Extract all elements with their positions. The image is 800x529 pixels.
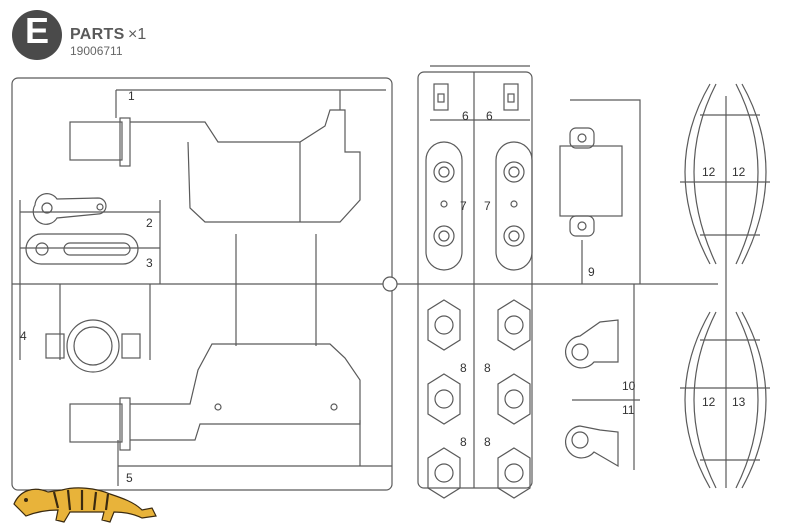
right-sprue-lower: [680, 284, 770, 489]
part-4-ring: [45, 319, 141, 373]
label-part-7b: 7: [484, 199, 491, 213]
label-part-8d: 8: [484, 435, 491, 449]
part-9-bracket: [559, 127, 623, 237]
part-code: 19006711: [70, 44, 123, 58]
part-labels: 1 2 3 4 5 6 6 7 7 8 8 8 8 9 10 11 12 12 …: [20, 89, 746, 485]
label-part-7a: 7: [460, 199, 467, 213]
label-part-8a: 8: [460, 361, 467, 375]
tiger-icon: [13, 487, 157, 523]
part-6-clips: [433, 83, 519, 111]
label-part-8b: 8: [484, 361, 491, 375]
label-part-2: 2: [146, 216, 153, 230]
sprue-letter: E: [24, 10, 49, 51]
right-sprue-upper: [680, 83, 770, 284]
parts-title: PARTS: [70, 26, 125, 43]
label-part-10: 10: [622, 379, 636, 393]
parts-quantity: ×1: [128, 26, 147, 43]
label-part-9: 9: [588, 265, 595, 279]
part-11-eyelet: [564, 425, 619, 468]
part-10-eyelet: [564, 319, 619, 369]
label-part-12c: 12: [702, 395, 716, 409]
label-part-3: 3: [146, 256, 153, 270]
label-part-6a: 6: [462, 109, 469, 123]
sprue-frame: [11, 77, 718, 491]
part-1-cover: [69, 109, 361, 223]
label-part-6b: 6: [486, 109, 493, 123]
label-part-5: 5: [126, 471, 133, 485]
part-5-cover: [69, 343, 361, 451]
label-part-1: 1: [128, 89, 135, 103]
label-part-4: 4: [20, 329, 27, 343]
label-part-12b: 12: [732, 165, 746, 179]
sprue-badge: E: [12, 10, 62, 60]
part-8-hexes: [427, 299, 531, 499]
label-part-12a: 12: [702, 165, 716, 179]
label-part-8c: 8: [460, 435, 467, 449]
part-2-arm: [32, 193, 107, 225]
middle-sprue: [417, 65, 533, 489]
label-part-11: 11: [622, 403, 635, 417]
label-part-13: 13: [732, 395, 746, 409]
part-7-plates: [425, 141, 533, 271]
right-middle-sprue: [570, 99, 641, 470]
part-3-link: [25, 233, 139, 265]
